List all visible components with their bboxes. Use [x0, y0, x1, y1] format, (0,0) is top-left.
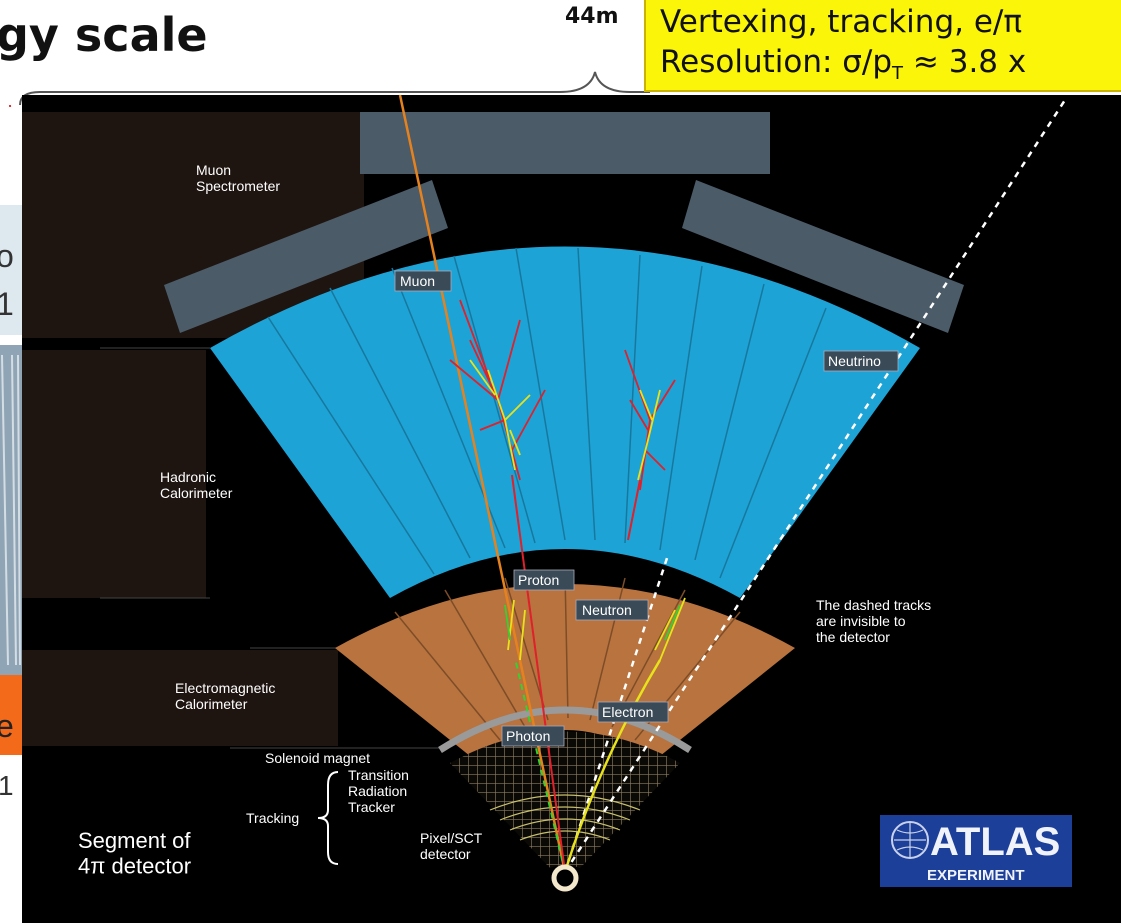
transition-radiation-tracker — [450, 731, 680, 868]
label-neutrino: Neutrino — [828, 353, 881, 369]
photon-track — [514, 657, 566, 873]
interaction-point — [551, 864, 579, 892]
tracking-brace — [317, 771, 339, 865]
proton-track — [511, 474, 566, 873]
solenoid-magnet — [438, 706, 692, 753]
fragment-e: e — [0, 708, 14, 744]
fragment-1: 1 — [0, 286, 14, 322]
hadronic-showers — [449, 299, 686, 661]
hadronic-segments — [267, 247, 827, 579]
neutron-shower-axis — [627, 479, 641, 541]
callout-line-2: Resolution: σ/pT ≈ 3.8 x — [660, 44, 1027, 85]
fragment-o: o — [0, 238, 14, 274]
atlas-logo-sub: EXPERIMENT — [927, 867, 1025, 884]
invisible-tracks — [563, 99, 1067, 873]
left-slide-strip: o 1 e 1 — [0, 205, 22, 825]
dimension-label: 44m — [565, 4, 619, 29]
dimension-brace — [9, 71, 650, 110]
callout-line-1: Vertexing, tracking, e/π — [660, 4, 1023, 40]
label-proton: Proton — [518, 572, 559, 588]
fragment-1b: 1 — [0, 770, 14, 801]
atlas-logo: ATLAS EXPERIMENT — [880, 815, 1072, 887]
pixel-sct-layers — [489, 794, 641, 841]
atlas-diagram: Muon Neutrino Proton Neutron Electron Ph… — [22, 95, 1121, 923]
label-solenoid: Solenoid magnet — [265, 750, 370, 766]
label-electron: Electron — [602, 704, 653, 720]
hadronic-calorimeter — [210, 246, 920, 598]
atlas-logo-name: ATLAS — [930, 820, 1060, 864]
label-tracking: Tracking — [246, 810, 299, 826]
muon-chambers — [164, 112, 964, 333]
em-calorimeter — [335, 584, 795, 760]
label-photon: Photon — [506, 728, 550, 744]
label-neutron: Neutron — [582, 602, 632, 618]
callout-box: Vertexing, tracking, e/π Resolution: σ/p… — [644, 0, 1121, 92]
slide-title: gy scale — [0, 8, 208, 62]
particle-labels: Muon Neutrino Proton Neutron Electron Ph… — [394, 270, 899, 747]
label-muon: Muon — [400, 273, 435, 289]
atlas-diagram-svg: Muon Neutrino Proton Neutron Electron Ph… — [22, 95, 1072, 892]
electron-track — [563, 659, 662, 873]
